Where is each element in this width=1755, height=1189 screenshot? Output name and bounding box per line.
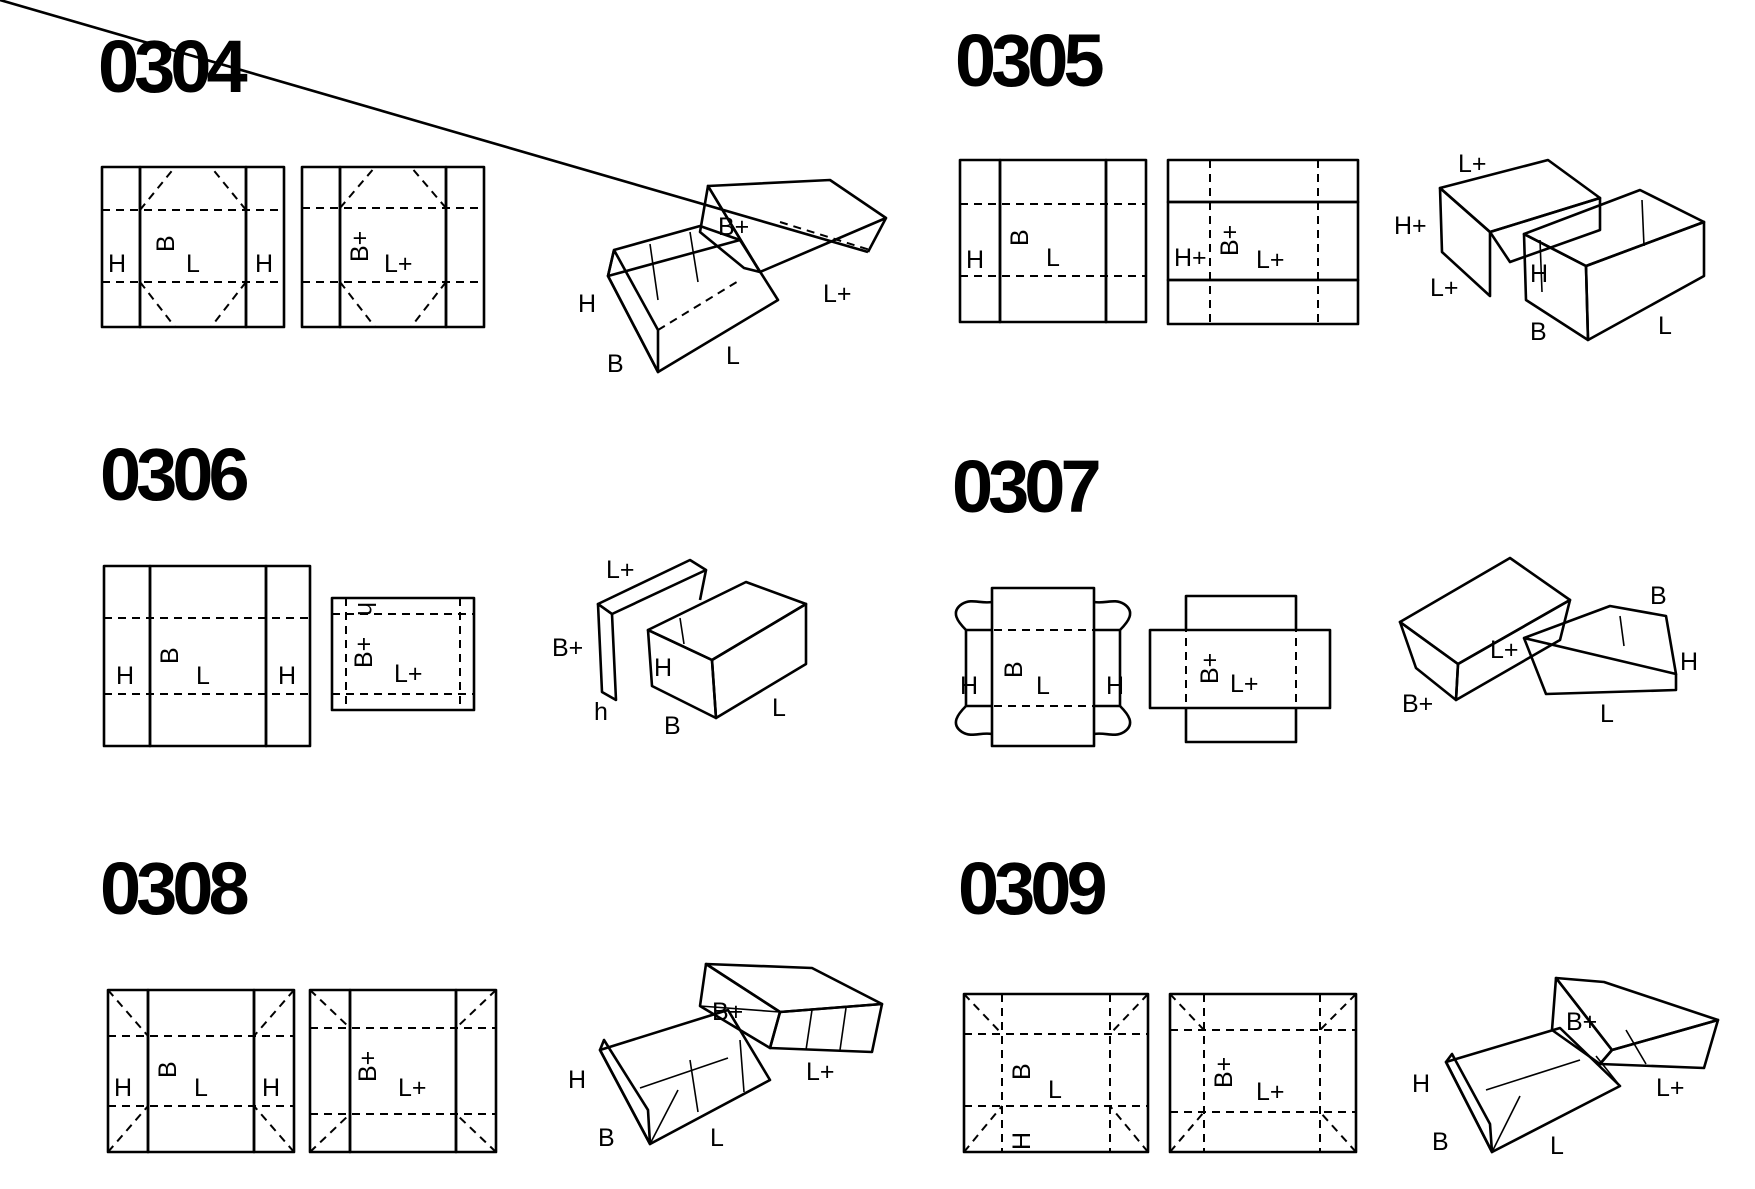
assembled-view: B+ H L+ B L xyxy=(1412,976,1720,1160)
view-label: L xyxy=(710,1124,724,1152)
view-label: B+ xyxy=(1566,1008,1597,1036)
assembled-view: L+ B+ h H B L xyxy=(552,556,808,740)
style-0306: 0306 H B L H h B+ L+ xyxy=(100,433,808,748)
view-label: H xyxy=(1412,1070,1430,1098)
label-height: H xyxy=(108,250,126,278)
label-lid-height: H+ xyxy=(1174,244,1207,272)
view-label: B xyxy=(598,1124,615,1152)
view-label: B+ xyxy=(552,634,583,662)
base-blank: B L H xyxy=(962,992,1150,1154)
style-code: 0306 xyxy=(100,433,247,516)
style-0304: 0304 H B L H xyxy=(0,0,888,378)
base-blank: H B L H xyxy=(100,165,286,329)
base-blank: H B L H xyxy=(954,586,1132,748)
label-length: L xyxy=(194,1074,208,1102)
view-label: L xyxy=(1600,700,1614,728)
base-blank: H B L H xyxy=(106,988,296,1154)
view-label: H xyxy=(1530,260,1548,288)
label-height: H xyxy=(278,662,296,690)
style-code: 0308 xyxy=(100,847,247,930)
view-label: H+ xyxy=(1394,212,1427,240)
label-height: H xyxy=(960,672,978,700)
view-label: h xyxy=(594,698,608,726)
label-height: H xyxy=(1106,672,1124,700)
style-0308: 0308 H B L H xyxy=(100,847,884,1154)
view-label: H xyxy=(1680,648,1698,676)
view-label: L+ xyxy=(823,280,852,308)
assembled-view: B+ L+ H B L xyxy=(0,0,888,378)
view-label: B xyxy=(1650,582,1667,610)
style-code: 0309 xyxy=(958,847,1105,930)
label-height: H xyxy=(262,1074,280,1102)
label-length: L xyxy=(196,662,210,690)
base-blank: H B L xyxy=(958,158,1148,324)
style-code: 0305 xyxy=(955,19,1103,102)
label-lid-width: B+ xyxy=(1210,1057,1238,1088)
assembled-view: B H L+ B+ L xyxy=(1398,556,1698,728)
label-lid-width: B+ xyxy=(346,231,374,262)
view-label: H xyxy=(568,1066,586,1094)
style-0307: 0307 H B L H B+ L+ xyxy=(952,445,1698,748)
label-width: B xyxy=(1000,661,1028,678)
view-label: L xyxy=(726,342,740,370)
assembled-view: B+ L+ H B L xyxy=(568,962,884,1152)
view-label: B xyxy=(1432,1128,1449,1156)
base-blank: H B L H xyxy=(102,564,312,748)
lid-blank: h B+ L+ xyxy=(330,596,476,712)
view-label: B+ xyxy=(718,213,749,241)
view-label: H xyxy=(654,654,672,682)
label-width: B xyxy=(154,1061,182,1078)
view-label: B+ xyxy=(1402,690,1433,718)
label-width: B xyxy=(156,647,184,664)
view-label: L+ xyxy=(1490,636,1519,664)
label-lid-length: L+ xyxy=(384,250,413,278)
view-label: L+ xyxy=(1656,1074,1685,1102)
view-label: B xyxy=(607,350,624,378)
label-lid-width: B+ xyxy=(350,637,378,668)
label-length: L xyxy=(186,250,200,278)
label-lid-length: L+ xyxy=(398,1074,427,1102)
style-code: 0307 xyxy=(952,445,1098,528)
label-length: L xyxy=(1046,244,1060,272)
label-lid-length: L+ xyxy=(1230,670,1259,698)
style-0305: 0305 H B L H+ B+ L+ xyxy=(955,19,1706,346)
view-label: L+ xyxy=(606,556,635,584)
view-label: B+ xyxy=(712,998,743,1026)
label-width: B xyxy=(1006,229,1034,246)
label-lid-width: B+ xyxy=(1216,225,1244,256)
label-lid-width: B+ xyxy=(354,1051,382,1082)
view-label: B xyxy=(1530,318,1547,346)
label-height: H xyxy=(1008,1132,1036,1150)
label-length: L xyxy=(1048,1076,1062,1104)
lid-blank: B+ L+ xyxy=(300,165,486,329)
assembled-view: L+ H+ L+ H B L xyxy=(1394,150,1706,346)
lid-blank: H+ B+ L+ xyxy=(1166,158,1360,326)
label-height: H xyxy=(255,250,273,278)
label-height: H xyxy=(116,662,134,690)
view-label: L xyxy=(1658,312,1672,340)
label-width: B xyxy=(1008,1063,1036,1080)
lid-blank: B+ L+ xyxy=(1168,992,1358,1154)
label-lid-flange: h xyxy=(352,602,380,616)
view-label: L+ xyxy=(806,1058,835,1086)
view-label: L xyxy=(1550,1132,1564,1160)
label-lid-length: L+ xyxy=(1256,1078,1285,1106)
view-label: L xyxy=(772,694,786,722)
view-label: B xyxy=(664,712,681,740)
style-0309: 0309 B L H B+ L+ xyxy=(958,847,1720,1160)
view-label: L+ xyxy=(1430,274,1459,302)
label-width: B xyxy=(152,235,180,252)
label-length: L xyxy=(1036,672,1050,700)
view-label: H xyxy=(578,290,596,318)
view-label: L+ xyxy=(1458,150,1487,178)
label-lid-length: L+ xyxy=(394,660,423,688)
label-height: H xyxy=(114,1074,132,1102)
label-height: H xyxy=(966,246,984,274)
lid-blank: B+ L+ xyxy=(1148,594,1332,744)
lid-blank: B+ L+ xyxy=(308,988,498,1154)
label-lid-length: L+ xyxy=(1256,246,1285,274)
label-lid-width: B+ xyxy=(1196,653,1224,684)
